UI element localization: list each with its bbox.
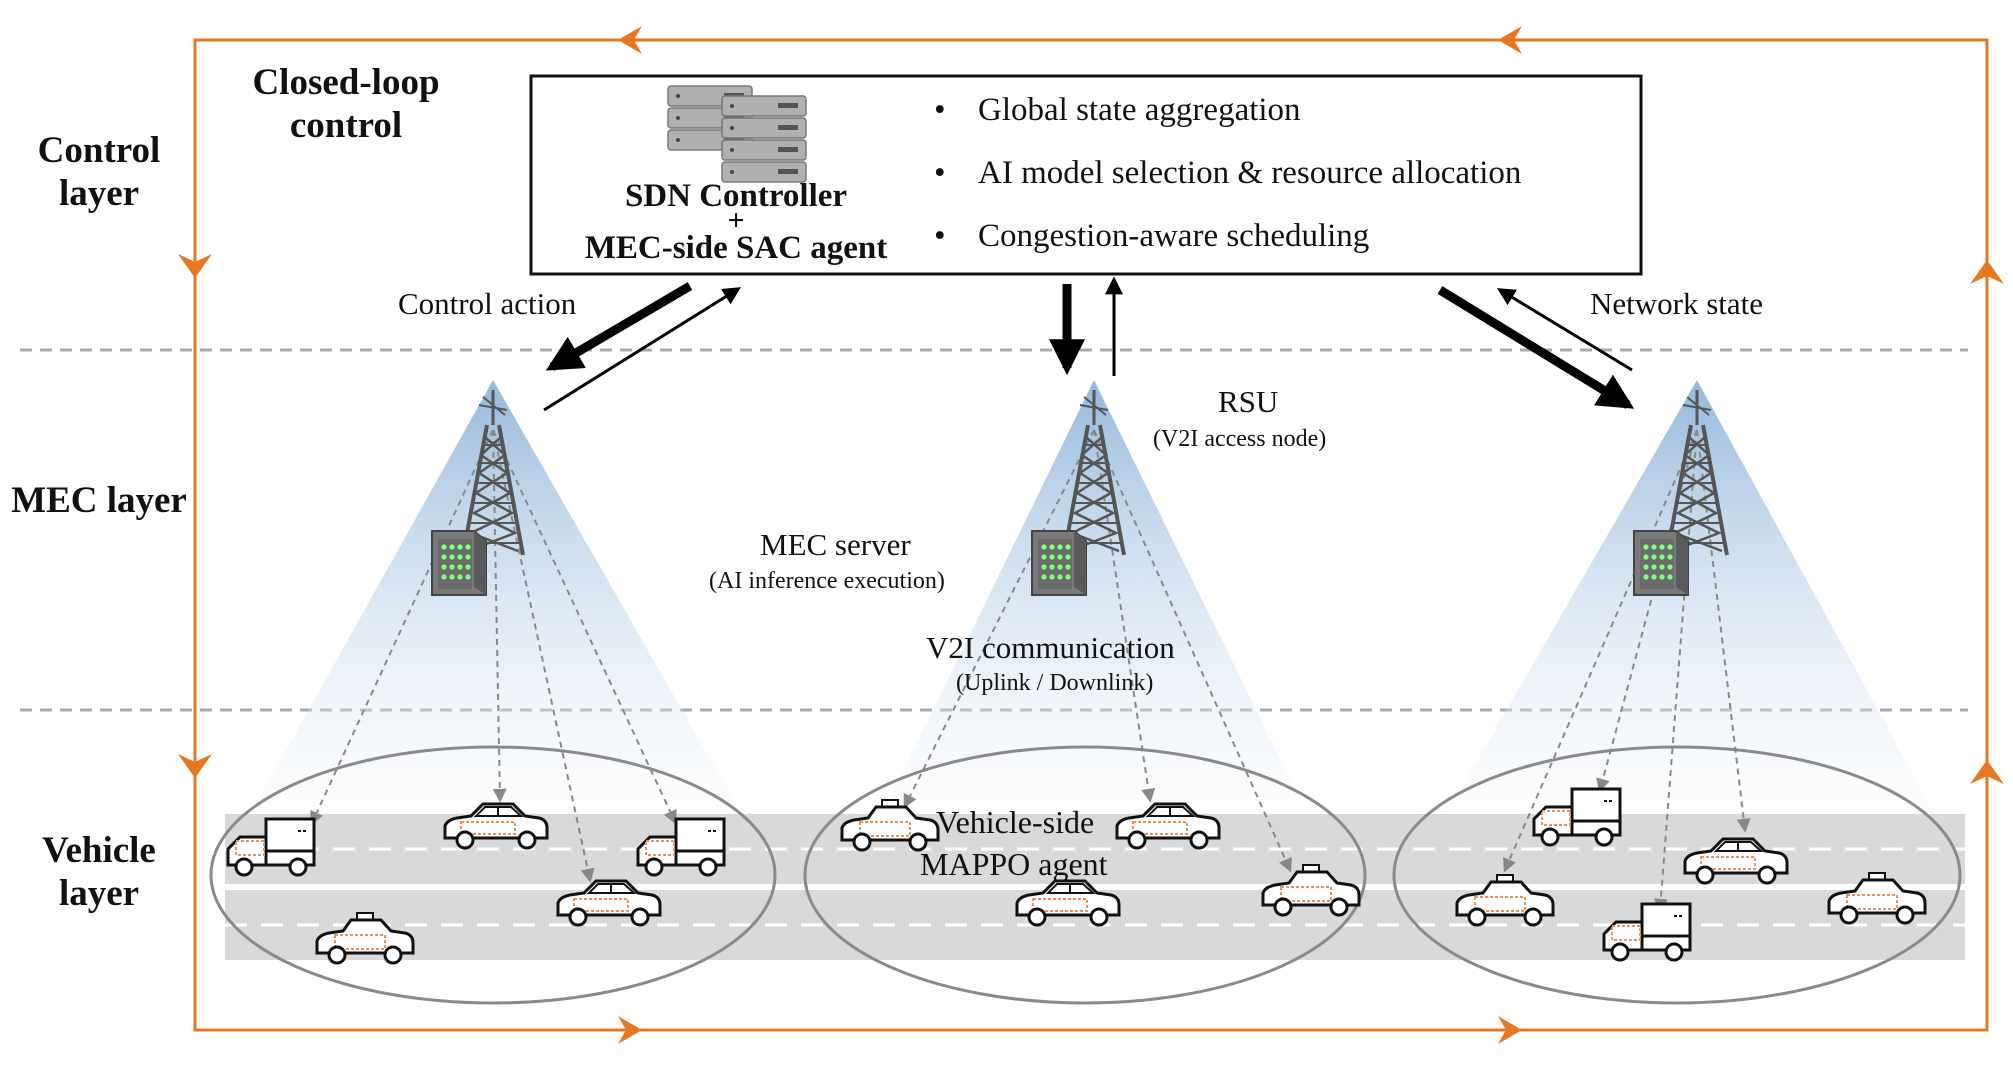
loop-arrow-left-lower [178,754,212,778]
control-action-arrows [545,282,1635,409]
mec-server-icon [1031,530,1087,596]
network-state-arrows [543,276,1633,412]
rsu-sub-label: (V2I access node) [1153,426,1327,452]
v2i-sub-label: (Uplink / Downlink) [956,670,1154,696]
sac-agent-label: MEC-side SAC agent [584,230,888,266]
loop-arrow-right-upper [1970,260,2004,284]
loop-arrow-left-upper [178,254,212,278]
mec-server-sub-label: (AI inference execution) [709,568,945,594]
sdn-controller-label: SDN Controller [624,178,848,214]
vehicle-agent-label-1: Vehicle-side [936,804,1095,840]
mec-server-icon [1633,530,1689,596]
loop-arrow-bottom-left [618,1016,642,1044]
vehicle-cluster-left [209,745,777,1005]
loop-arrow-bottom-right [1498,1016,1522,1044]
coverage-beam-right [1420,380,1960,860]
closed-loop-title: Closed-loop control [252,62,440,146]
control-layer-text: Control layer [37,130,161,214]
loop-arrow-top-right [1498,26,1522,54]
vehicle-cluster-center [803,745,1367,1005]
mec-server-label: MEC server [760,527,911,562]
v2i-links [310,429,1751,913]
v2i-label: V2I communication [926,630,1175,665]
network-state-label: Network state [1590,286,1764,321]
bullet-item: •AI model selection & resource allocatio… [934,155,1522,191]
mec-layer-label: MEC layer [11,480,187,521]
vehicle-cluster-right [1392,745,1962,1005]
rsu-label: RSU [1218,384,1279,419]
loop-arrow-top-left [618,26,642,54]
bullet-item: •Global state aggregation [934,92,1301,128]
bullet-item: •Congestion-aware scheduling [934,218,1370,254]
vehicle-agent-label-2: MAPPO agent [920,846,1108,882]
control-action-label: Control action [398,286,577,321]
mec-server-icon [431,530,487,596]
sdn-plus-label: + [727,204,745,237]
loop-arrow-right-lower [1970,760,2004,784]
coverage-beam-center [860,380,1330,860]
closed-loop-border [178,26,2004,1044]
vehicle-layer-label: Vehicle layer [42,830,156,914]
